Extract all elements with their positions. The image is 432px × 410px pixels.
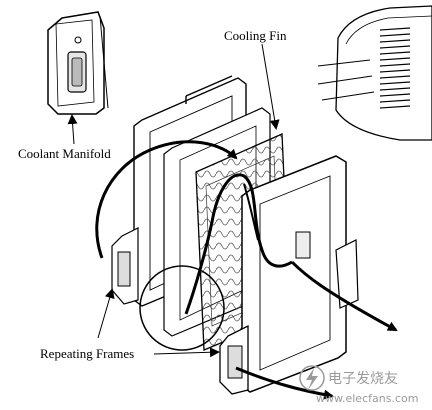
manifold-inset — [47, 11, 109, 115]
lightning-logo-icon — [299, 365, 325, 391]
label-cooling-fin: Cooling Fin — [224, 28, 287, 43]
watermark: 电子发烧友 www.elecfans.com — [299, 365, 418, 405]
outlet-flow-arrow — [235, 366, 334, 400]
detail-circle — [139, 265, 225, 351]
repeating-frame-front — [219, 155, 359, 395]
pack-housing-inset — [317, 5, 432, 141]
label-coolant-manifold: Coolant Manifold — [18, 146, 111, 161]
watermark-text: 电子发烧友 — [328, 371, 398, 387]
coolant-flow-path — [95, 140, 398, 332]
watermark-url: www.elecfans.com — [316, 392, 418, 405]
leader-lines — [67, 43, 280, 358]
label-repeating-frames: Repeating Frames — [40, 346, 134, 361]
housing-vents — [379, 27, 411, 109]
